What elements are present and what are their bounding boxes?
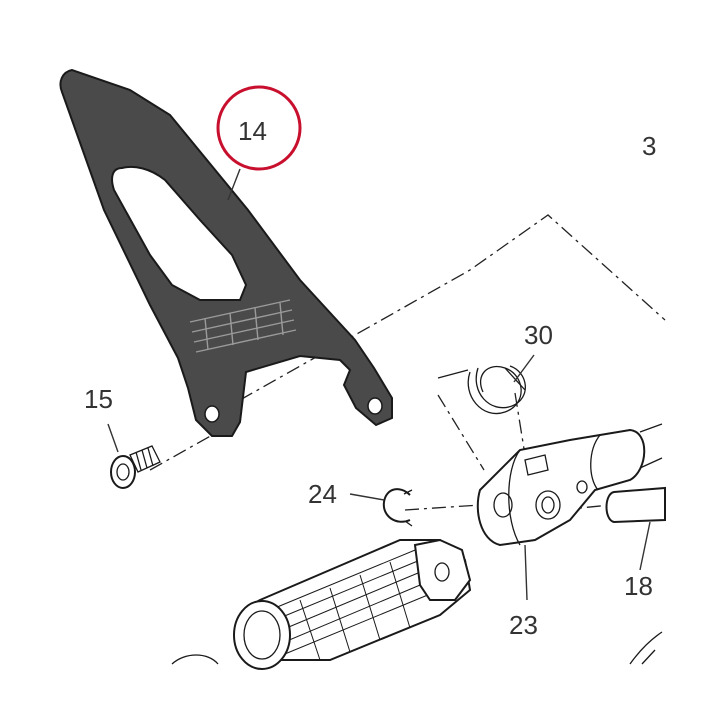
heel-guard-mount-hole — [204, 405, 220, 423]
leader-lines — [107, 168, 651, 601]
callout-label-24: 24 — [308, 479, 337, 509]
callout-label-15: 15 — [84, 384, 113, 414]
callout-highlight-ring — [216, 85, 302, 171]
callout-label-14: 14 — [238, 116, 267, 146]
partial-shaft-right — [639, 423, 663, 469]
footpeg-rubber — [233, 538, 472, 670]
circlip-part-24 — [382, 488, 413, 527]
heel-guard-mount-hole — [367, 397, 383, 415]
heel-guard-part-14 — [59, 68, 393, 437]
callout-label-18: 18 — [624, 571, 653, 601]
pin-part-18 — [605, 486, 666, 524]
spring-part-30 — [437, 365, 526, 415]
embossed-pattern — [189, 299, 297, 353]
bolt-part-15 — [110, 445, 161, 489]
partial-part-bottom-right — [629, 631, 663, 665]
partial-part-bottom-left — [171, 654, 219, 665]
pivot-bracket-part-23 — [476, 428, 646, 547]
callout-label-30: 30 — [524, 320, 553, 350]
callout-label-3: 3 — [642, 131, 656, 161]
callout-label-23: 23 — [509, 610, 538, 640]
